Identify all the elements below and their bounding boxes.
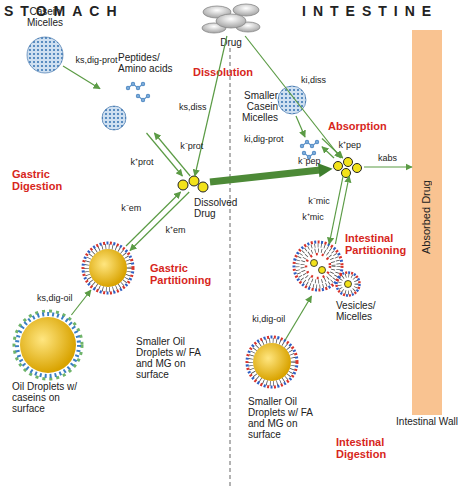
small-oil-droplet-art (247, 337, 297, 387)
node-label: Smaller Oil Droplets w/ FA and MG on sur… (248, 396, 330, 440)
rate-arrow (130, 192, 189, 251)
rate-constant: k⁺mic (302, 212, 324, 222)
rate-constant: ki,diss (301, 75, 326, 85)
rate-constant: ks,diss (179, 102, 207, 112)
rate-constant: k⁻em (121, 203, 141, 213)
rate-arrow (154, 133, 190, 176)
rate-constant: ki,dig-oil (252, 314, 285, 324)
node-label: Smaller Casein Micelles (236, 90, 278, 123)
small-oil-droplet: Smaller Oil Droplets w/ FA and MG on sur… (250, 340, 294, 384)
rate-arrow (329, 176, 343, 244)
rate-constant: kabs (378, 153, 397, 163)
dissolved-drug: Absorption (332, 158, 364, 176)
micelle-art (337, 273, 360, 296)
rate-constant: k⁺prot (131, 157, 154, 167)
drug-particles (178, 176, 208, 192)
small-casein-micelle: Smaller Casein Micelles (278, 86, 322, 158)
drug-tablets: Drug (203, 0, 259, 36)
rate-arrow (63, 66, 100, 89)
digestion-arrow (296, 116, 305, 137)
casein-micelle: Casein Micelles (27, 37, 63, 73)
process-heading: Gastric Digestion (12, 168, 72, 192)
rate-constant: ki,dig-prot (244, 134, 294, 144)
rate-arrow (147, 133, 183, 176)
rate-constant: k⁺em (166, 225, 186, 235)
process-heading: Gastric Partitioning (150, 262, 228, 286)
small-oil-droplet: Smaller Oil Droplets w/ FA and MG on sur… (86, 246, 130, 290)
rate-constant: k⁻mic (308, 196, 330, 206)
rate-arrow (322, 147, 334, 158)
node-label: Peptides/ Amino acids (118, 52, 176, 74)
rate-arrow (126, 192, 181, 246)
region-heading: STOMACH (4, 3, 154, 19)
process-heading: Intestinal Digestion (336, 436, 412, 460)
casein-micelle-art (27, 37, 63, 73)
node-label: Intestinal Wall (389, 416, 463, 427)
small-micelle-art (278, 86, 306, 114)
rotated-label: Absorbed Drug (420, 180, 432, 254)
drug-particles (334, 158, 362, 178)
peptide-art (126, 82, 149, 101)
rate-constant: ks,dig-oil (37, 293, 73, 303)
rate-arrow (285, 296, 311, 340)
oil-droplet-art (14, 311, 82, 379)
vesicle-art (294, 242, 342, 290)
peptide-cluster: Peptides/ Amino acids (100, 78, 155, 133)
dissolved-drug: Dissolved Drug (176, 176, 210, 192)
rate-constant: ks,dig-prot (76, 55, 118, 65)
intestinal-wall: Absorbed DrugIntestinal Wall (412, 30, 442, 415)
node-label: Vesicles/ Micelles (336, 300, 386, 322)
region-divider (230, 48, 231, 486)
node-label: Drug (211, 37, 251, 48)
rate-constant: k⁻prot (180, 141, 203, 151)
rate-constant: k⁻pep (298, 156, 321, 166)
node-label: Dissolved Drug (194, 197, 240, 219)
node-label: Oil Droplets w/ caseins on surface (12, 381, 84, 414)
small-micelle-art (102, 106, 126, 130)
rate-arrow (245, 36, 341, 158)
rate-arrow (71, 290, 91, 315)
rate-arrow (364, 166, 412, 167)
process-heading: Absorption (328, 120, 398, 132)
transfer-arrow (210, 170, 320, 182)
region-heading: INTESTINE (302, 3, 462, 19)
rate-arrow (335, 176, 349, 244)
process-heading: Dissolution (193, 66, 263, 78)
small-oil-droplet-art (83, 243, 133, 293)
rate-constant: k⁺pep (338, 140, 361, 150)
drug-tablets-art (202, 4, 260, 33)
peptide-art (300, 140, 318, 158)
process-heading: Intestinal Partitioning (345, 232, 425, 256)
oil-droplet: Oil Droplets w/ caseins on surface (18, 315, 78, 375)
node-label: Smaller Oil Droplets w/ FA and MG on sur… (136, 336, 218, 380)
